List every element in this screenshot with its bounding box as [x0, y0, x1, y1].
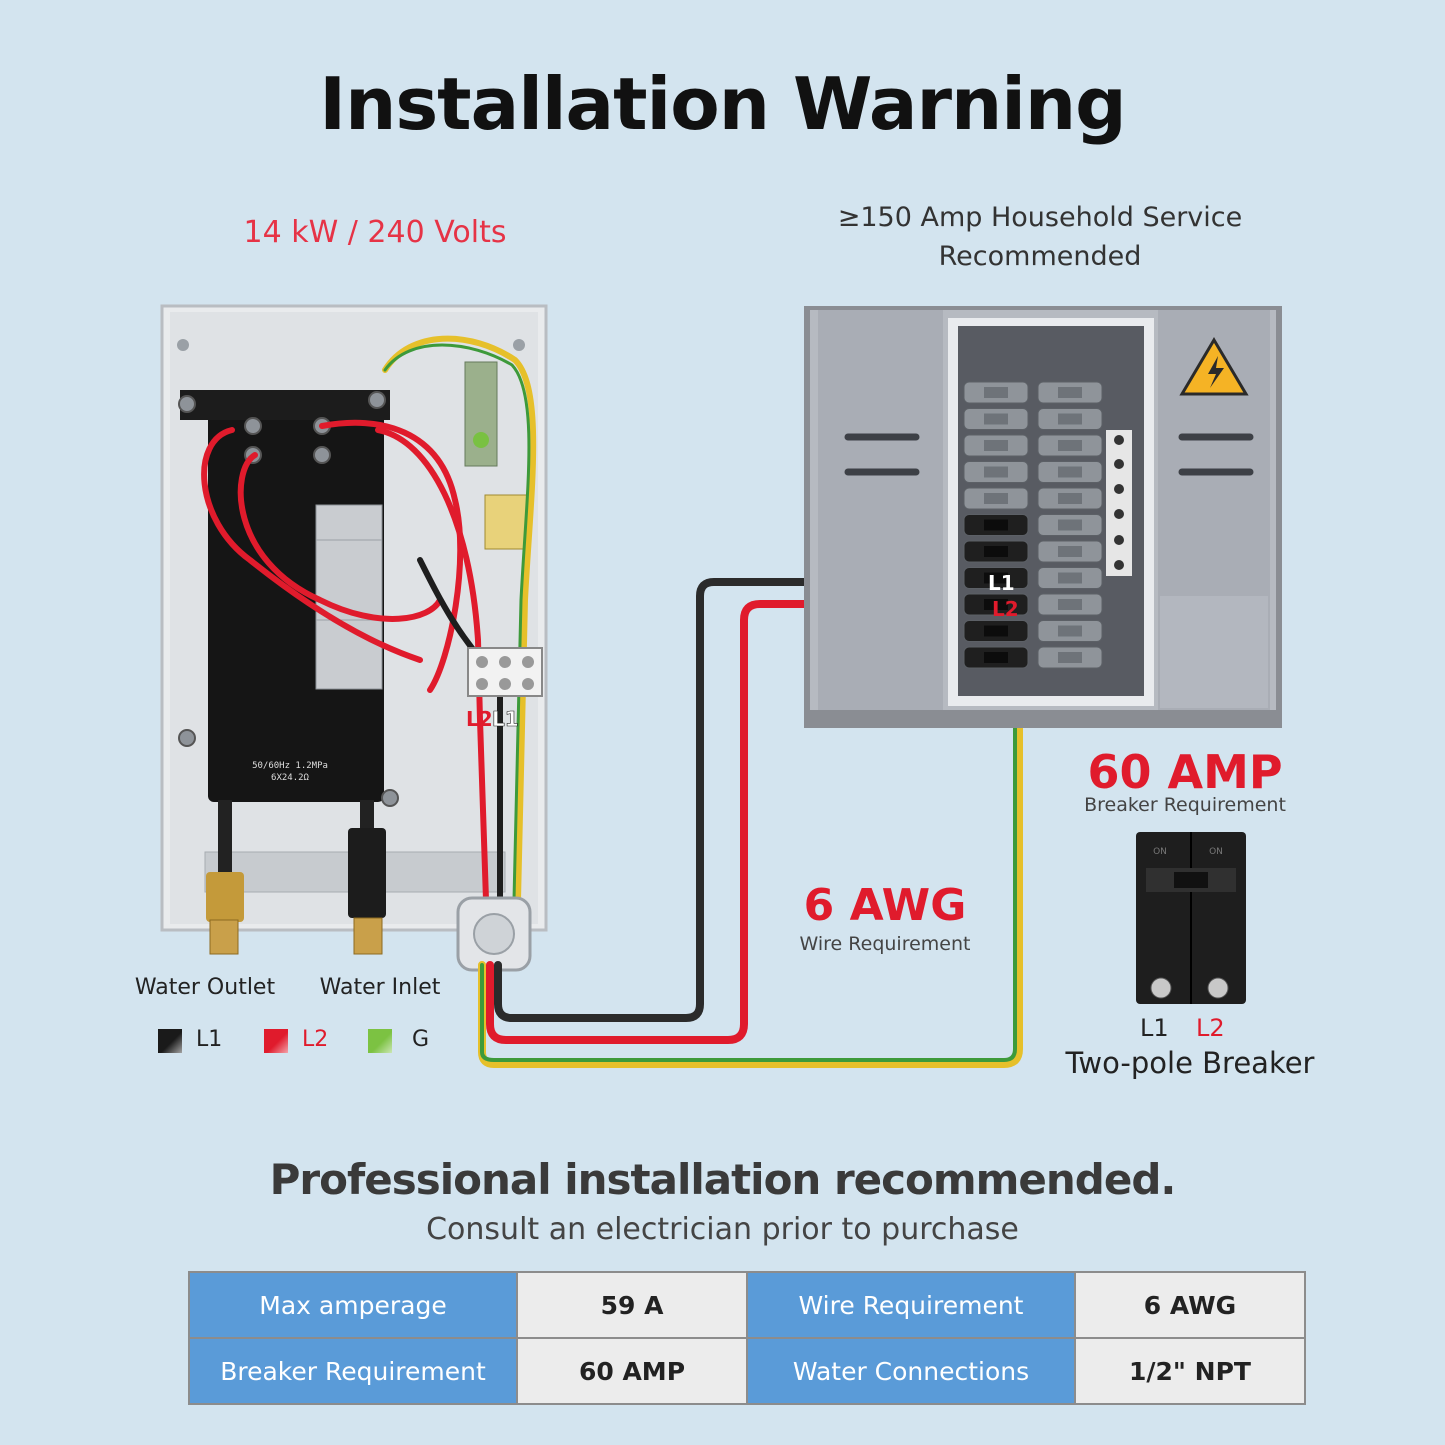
terminal-label-l1: L1: [492, 707, 519, 731]
breaker-handle: [1058, 625, 1082, 637]
breaker-handle: [984, 440, 1008, 451]
panel-neutral-bar: [1106, 430, 1132, 576]
breaker-handle: [984, 652, 1008, 663]
breaker-handle: [1058, 599, 1082, 610]
breaker-handle: [984, 599, 1008, 610]
breaker-pole-l2: L2: [1196, 1014, 1225, 1042]
control-board: [464, 361, 498, 467]
spec-value: 60 AMP: [516, 1337, 748, 1405]
page-title: Installation Warning: [319, 62, 1126, 146]
panel-label-l1: L1: [988, 571, 1015, 595]
water-inlet-label: Water Inlet: [319, 975, 441, 1000]
breaker-requirement-value: 60 AMP: [1087, 745, 1283, 799]
breaker-handle: [984, 413, 1008, 425]
supply-cables: [478, 578, 1023, 1068]
headline: Professional installation recommended.: [269, 1155, 1177, 1204]
legend-swatch-l1: [158, 1029, 182, 1053]
terminal-label-l2: L2: [466, 707, 493, 731]
service-note: ≥150 Amp Household Service Recommended: [820, 198, 1260, 276]
breaker-handle: [1058, 519, 1082, 531]
breaker-handle: [1058, 652, 1082, 663]
warning-icon: [1179, 337, 1249, 396]
breaker-screw-l1: [1150, 977, 1172, 999]
spec-table: Max amperage 59 A Wire Requirement 6 AWG…: [188, 1271, 1306, 1405]
water-heater-unit: 50/60Hz 1.2MPa 6X24.2Ω: [160, 304, 548, 972]
breaker-handle: [984, 625, 1008, 637]
breaker-rows: [963, 381, 1103, 669]
breaker-handle: [1058, 413, 1082, 425]
subline: Consult an electrician prior to purchase: [426, 1212, 1019, 1247]
water-outlet-pipe: [209, 919, 239, 955]
breaker-handle: [984, 572, 1008, 584]
panel-left-door: [818, 310, 943, 710]
breaker-handle: [984, 546, 1008, 557]
inlet-valve: [348, 828, 386, 918]
breaker-handle: [1058, 572, 1082, 584]
breaker-screw-l2: [1207, 977, 1229, 999]
power-rating: 14 kW / 240 Volts: [243, 215, 507, 250]
spec-value: 1/2" NPT: [1074, 1337, 1306, 1405]
spec-value: 59 A: [516, 1271, 748, 1339]
water-inlet-pipe: [353, 917, 383, 955]
breaker-requirement-caption: Breaker Requirement: [1084, 794, 1286, 816]
legend-swatch-l2: [264, 1029, 288, 1053]
breaker-pole-l1: L1: [1140, 1014, 1169, 1042]
transformer: [484, 494, 530, 550]
breaker-handle: [984, 493, 1008, 504]
table-row: Max amperage 59 A Wire Requirement 6 AWG: [188, 1271, 1306, 1339]
breaker-handle: [1058, 440, 1082, 451]
two-pole-breaker: ON ON: [1136, 832, 1246, 1004]
spec-value: 6 AWG: [1074, 1271, 1306, 1339]
breaker-switch-label: ON: [1153, 847, 1167, 857]
service-note-line2: Recommended: [938, 241, 1142, 272]
breaker-switch-label: ON: [1209, 847, 1223, 857]
wire-requirement-value: 6 AWG: [803, 880, 967, 931]
legend-label-g: G: [412, 1027, 430, 1052]
table-row: Breaker Requirement 60 AMP Water Connect…: [188, 1337, 1306, 1405]
mount-hole: [177, 339, 189, 351]
panel-label-l2: L2: [992, 597, 1019, 621]
legend-label-l2: L2: [302, 1027, 329, 1052]
breaker-handle: [1058, 466, 1082, 478]
breaker-name: Two-pole Breaker: [1065, 1046, 1315, 1080]
heat-sink: [315, 504, 383, 690]
heater-board-text: 50/60Hz 1.2MPa: [252, 761, 328, 771]
service-note-line1: ≥150 Amp Household Service: [837, 202, 1243, 233]
spec-key: Water Connections: [746, 1337, 1076, 1405]
water-outlet-label: Water Outlet: [134, 975, 276, 1000]
breaker-handle: [1058, 493, 1082, 504]
breaker-handle: [1058, 387, 1082, 398]
breaker-handle: [1058, 546, 1082, 557]
spec-key: Wire Requirement: [746, 1271, 1076, 1339]
breaker-handle: [984, 387, 1008, 398]
breaker-handle: [984, 466, 1008, 478]
legend-label-l1: L1: [196, 1027, 223, 1052]
heater-board-text: 6X24.2Ω: [271, 773, 310, 783]
spec-key: Breaker Requirement: [188, 1337, 518, 1405]
mount-hole: [513, 339, 525, 351]
wire-requirement-caption: Wire Requirement: [799, 933, 971, 955]
outlet-fitting: [206, 872, 244, 922]
breaker-handle: [984, 519, 1008, 531]
legend-swatch-g: [368, 1029, 392, 1053]
spec-key: Max amperage: [188, 1271, 518, 1339]
